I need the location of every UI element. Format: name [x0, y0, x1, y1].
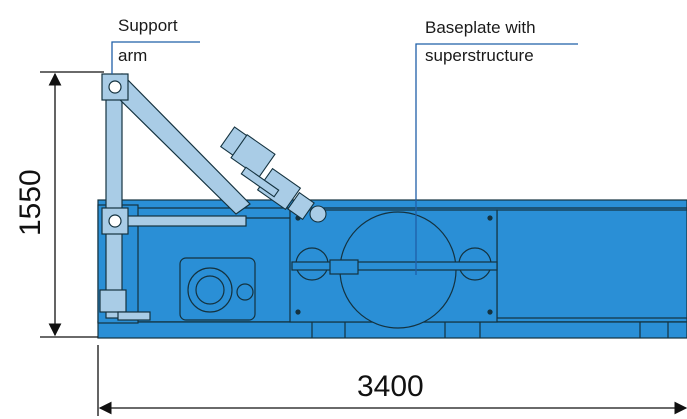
support-arm-structure [99, 73, 251, 321]
baseplate-label-line2: superstructure [425, 46, 534, 65]
support-arm-label-line1: Support [118, 16, 178, 35]
baseplate-leader [415, 43, 578, 275]
dimension-lines [40, 71, 687, 416]
support-arm-leader [111, 41, 200, 74]
label-leaders [111, 41, 578, 275]
support-arm-label-line2: arm [118, 46, 148, 65]
tool-head-assembly [219, 126, 327, 223]
height-dimension-value: 1550 [14, 169, 47, 236]
baseplate-label-line1: Baseplate with [425, 18, 536, 37]
length-dimension-value: 3400 [357, 370, 424, 403]
baseplate-frame [97, 199, 687, 339]
